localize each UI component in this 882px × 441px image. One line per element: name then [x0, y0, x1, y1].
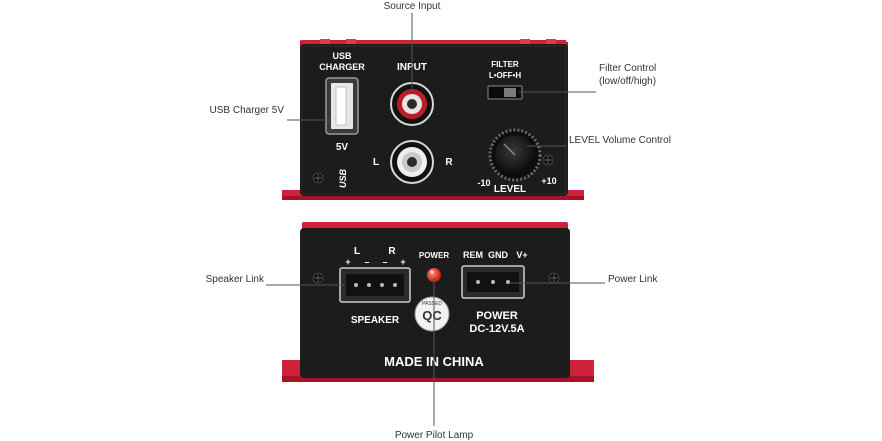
- rem-label: REM: [463, 250, 483, 260]
- usb-voltage-label: 5V: [336, 142, 349, 153]
- vplus-label: V+: [516, 250, 527, 260]
- usb-label-line2: CHARGER: [319, 62, 365, 72]
- callout-filter-control-sub: (low/off/high): [599, 76, 656, 87]
- power-label: POWER: [476, 310, 518, 322]
- callout-level-control: LEVEL Volume Control: [569, 135, 671, 146]
- front-panel: USB CHARGER 5V USB INPUT L R FILTER L•OF…: [282, 39, 584, 200]
- back-screw: [548, 272, 560, 284]
- qc-sticker: QC PASSED: [414, 296, 450, 332]
- terminal-sign: +: [345, 257, 350, 267]
- back-screw: [312, 272, 324, 284]
- filter-positions-label: L•OFF•H: [489, 71, 521, 80]
- filter-label: FILTER: [491, 60, 519, 69]
- usb-label-line1: USB: [332, 51, 352, 61]
- back-panel: L R + – – + SPEAKER POWER QC PASSED REM: [282, 222, 594, 382]
- front-heatsink-top: [300, 39, 568, 50]
- speaker-r-label: R: [388, 246, 396, 257]
- power-rating-label: DC-12V.5A: [469, 323, 524, 335]
- terminal-sign: –: [382, 257, 387, 267]
- right-channel-label: R: [445, 157, 453, 168]
- callout-usb-charger: USB Charger 5V: [210, 105, 285, 116]
- filter-switch[interactable]: [487, 85, 523, 100]
- qc-pass-text: PASSED: [422, 301, 442, 307]
- speaker-terminal-block[interactable]: [339, 267, 411, 303]
- speaker-l-label: L: [354, 246, 360, 257]
- rca-input-left-jack[interactable]: [390, 140, 434, 184]
- usb-vertical-logo: USB: [338, 168, 348, 188]
- terminal-sign: +: [400, 257, 405, 267]
- gnd-label: GND: [488, 250, 509, 260]
- level-label: LEVEL: [494, 184, 526, 195]
- terminal-sign: –: [364, 257, 369, 267]
- callout-power-pilot-lamp: Power Pilot Lamp: [395, 430, 474, 441]
- front-screw: [542, 154, 554, 166]
- power-led-label: POWER: [419, 251, 449, 260]
- rca-input-right-jack[interactable]: [390, 82, 434, 126]
- callout-lines: [266, 13, 605, 426]
- level-min-label: -10: [477, 178, 490, 188]
- front-screw: [312, 172, 324, 184]
- qc-mark: QC: [422, 308, 442, 323]
- callout-speaker-link: Speaker Link: [206, 274, 265, 285]
- level-max-label: +10: [541, 176, 556, 186]
- power-terminal-block[interactable]: [461, 265, 525, 299]
- level-knob[interactable]: [488, 128, 542, 182]
- power-led: [427, 268, 441, 282]
- callout-filter-control: Filter Control: [599, 63, 656, 74]
- usb-port[interactable]: [325, 77, 359, 135]
- callout-power-link: Power Link: [608, 274, 658, 285]
- speaker-label: SPEAKER: [351, 315, 400, 326]
- callout-source-input: Source Input: [384, 1, 441, 12]
- left-channel-label: L: [373, 157, 379, 168]
